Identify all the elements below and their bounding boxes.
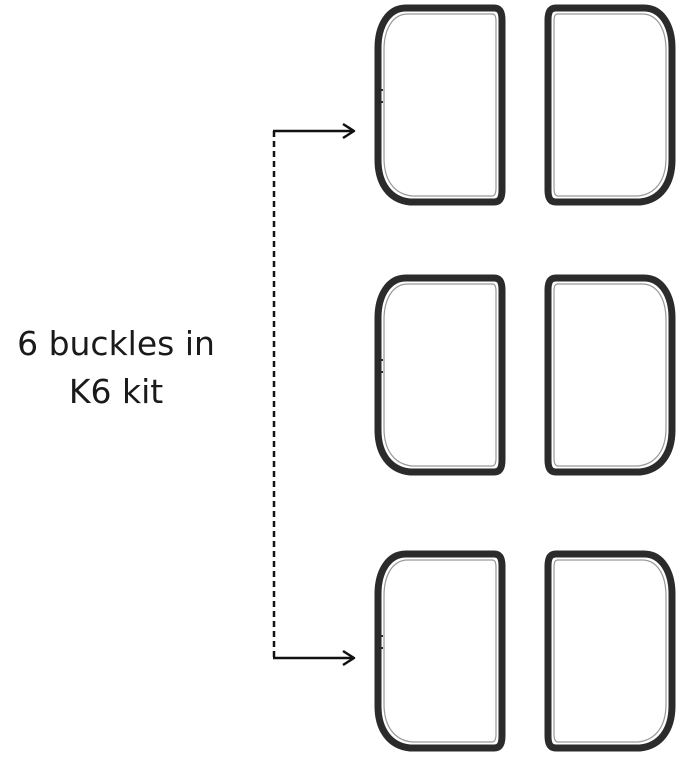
d-ring-buckle-icon: [548, 554, 672, 748]
d-ring-buckle-icon: [548, 8, 672, 202]
buckle-row-1: [376, 8, 672, 202]
caption-line-1: 6 buckles in: [17, 324, 215, 363]
arrow-top-icon: [273, 122, 356, 140]
caption-line-2: K6 kit: [68, 372, 164, 411]
buckle-row-2: [376, 278, 672, 472]
d-ring-buckle-icon: [376, 278, 502, 472]
kit-caption: 6 buckles in K6 kit: [0, 320, 232, 416]
buckle-row-3: [376, 554, 672, 748]
d-ring-buckle-icon: [548, 278, 672, 472]
connector-bracket: [272, 122, 356, 667]
d-ring-buckle-icon: [376, 8, 502, 202]
arrow-bottom-icon: [273, 649, 356, 667]
d-ring-buckle-icon: [376, 554, 502, 748]
